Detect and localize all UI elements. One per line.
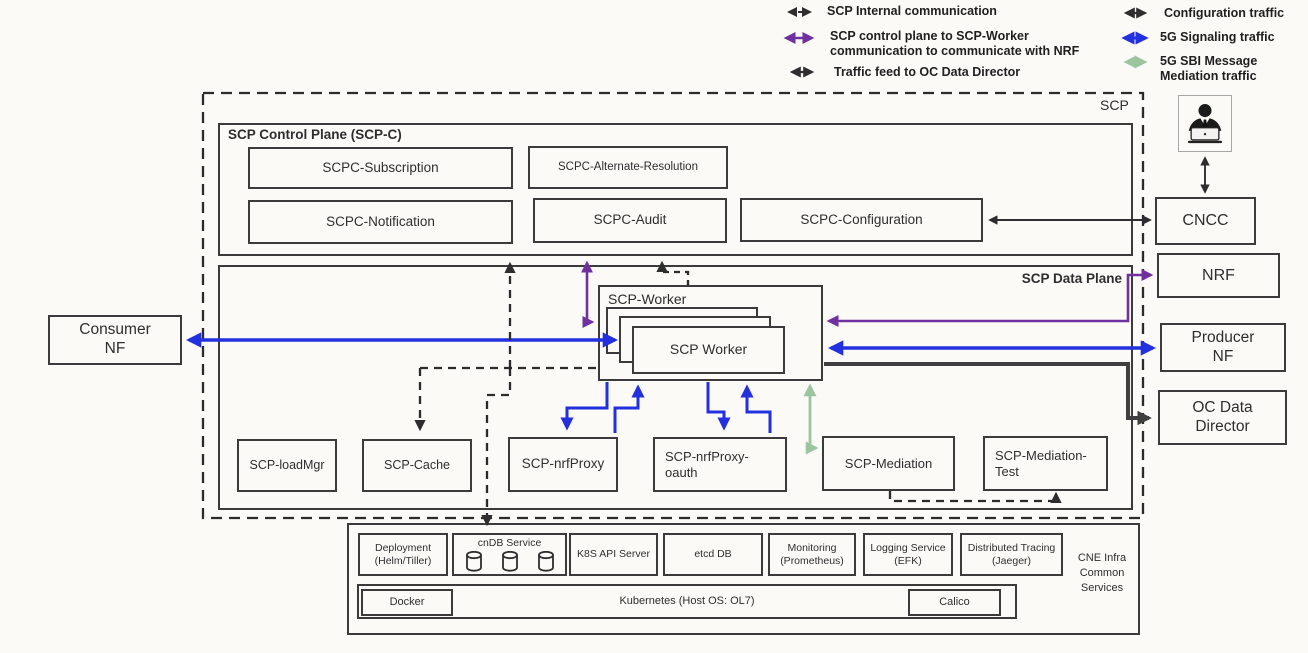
infra-k8s-api-box: K8S API Server — [569, 533, 658, 576]
infra-tracing-box: Distributed Tracing (Jaeger) — [960, 533, 1063, 576]
db-cylinder-icon — [465, 550, 482, 572]
infra-cndb-box: cnDB Service — [452, 533, 567, 576]
cncc-box: CNCC — [1155, 197, 1256, 245]
oc-data-director-label: OC Data Director — [1192, 398, 1253, 435]
scp-data-plane-title: SCP Data Plane — [1021, 271, 1122, 286]
legend-5g-signaling: 5G Signaling traffic — [1160, 30, 1275, 44]
infra-docker-box: Docker — [361, 589, 453, 616]
producer-nf-box: Producer NF — [1160, 323, 1286, 372]
scp-boundary-label: SCP — [1100, 97, 1129, 113]
scpc-subscription-box: SCPC-Subscription — [248, 147, 513, 189]
legend-control-plane-worker: SCP control plane to SCP-Worker communic… — [830, 29, 1080, 58]
legend-5g-sbi-mediation: 5G SBI Message Mediation traffic — [1160, 54, 1258, 83]
scp-control-plane-title: SCP Control Plane (SCP-C) — [228, 127, 402, 142]
infra-cndb-label: cnDB Service — [477, 537, 542, 549]
consumer-nf-box: Consumer NF — [48, 315, 182, 365]
nrf-box: NRF — [1157, 253, 1280, 298]
scp-mediation-test-box: SCP-Mediation-Test — [983, 436, 1108, 491]
scpc-alternate-resolution-box: SCPC-Alternate-Resolution — [528, 146, 728, 189]
scp-mediation-test-label: SCP-Mediation-Test — [995, 447, 1087, 479]
scp-loadmgr-box: SCP-loadMgr — [237, 439, 337, 492]
person-at-laptop-icon — [1187, 103, 1223, 143]
scp-mediation-box: SCP-Mediation — [822, 436, 955, 491]
db-cylinder-icon — [501, 550, 518, 572]
infra-calico-box: Calico — [908, 589, 1001, 616]
infra-deployment-box: Deployment (Helm/Tiller) — [358, 533, 448, 576]
db-cylinder-icon — [537, 550, 554, 572]
scp-nrfproxy-oauth-label: SCP-nrfProxy-oauth — [665, 448, 749, 480]
scpc-notification-box: SCPC-Notification — [248, 200, 513, 244]
scp-cache-box: SCP-Cache — [362, 439, 472, 492]
infra-logging-box: Logging Service (EFK) — [863, 533, 953, 576]
cne-infra-label: CNE Infra Common Services — [1077, 552, 1127, 594]
scp-nrfproxy-box: SCP-nrfProxy — [508, 437, 618, 492]
consumer-nf-label: Consumer NF — [79, 321, 151, 357]
producer-nf-label: Producer NF — [1191, 328, 1255, 365]
scpc-audit-box: SCPC-Audit — [533, 198, 727, 243]
infra-etcd-box: etcd DB — [663, 533, 763, 576]
operator-user-icon — [1178, 95, 1232, 152]
legend-oc-data-director: Traffic feed to OC Data Director — [834, 65, 1021, 79]
scp-nrfproxy-oauth-box: SCP-nrfProxy-oauth — [653, 437, 787, 492]
scpc-configuration-box: SCPC-Configuration — [740, 198, 983, 242]
oc-data-director-box: OC Data Director — [1158, 390, 1287, 445]
infra-monitoring-box: Monitoring (Prometheus) — [768, 533, 856, 576]
infra-kubernetes-box: Kubernetes (Host OS: OL7) — [357, 584, 1017, 619]
legend-scp-internal: SCP Internal communication — [827, 4, 997, 18]
legend-configuration-traffic: Configuration traffic — [1164, 6, 1285, 20]
scp-worker-group-label: SCP-Worker — [608, 291, 687, 307]
db-cylinders — [465, 550, 555, 572]
scp-worker-box: SCP Worker — [632, 326, 785, 374]
